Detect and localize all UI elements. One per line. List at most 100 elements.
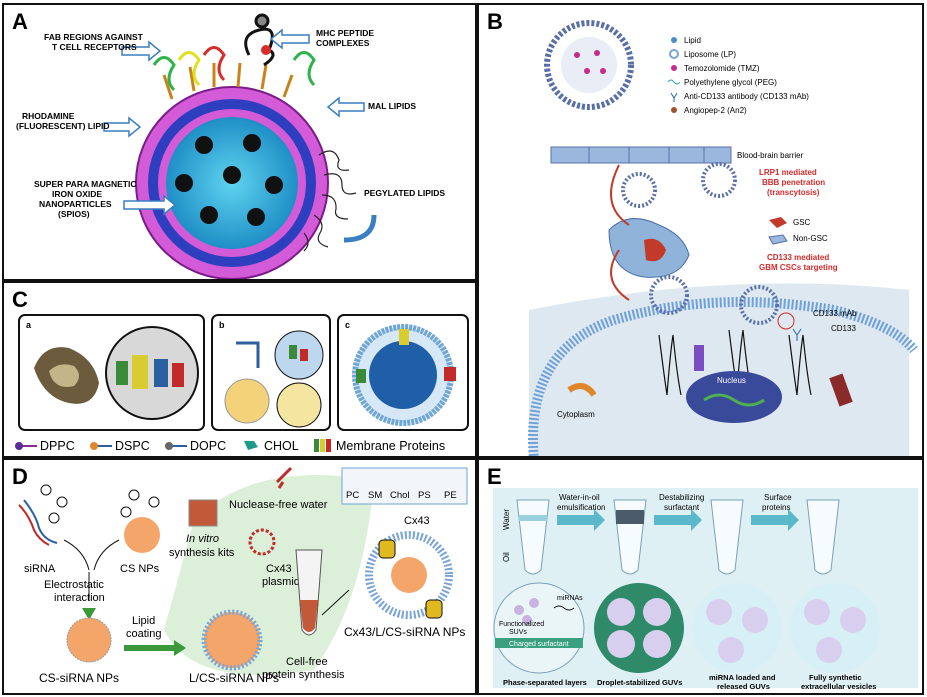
sub-c-label: c [345,320,350,330]
svg-text:Chol: Chol [390,490,410,501]
sub-a-label: a [26,320,32,330]
cd133-receptors [658,329,812,396]
legend-an2: Angiopep-2 (An2) [684,106,747,115]
panel-c-illustration: a b c DPPC DSPC DOPC CHOL [15,314,469,453]
step-arrows [557,509,799,531]
flask [224,378,270,424]
cs-nps-sphere [124,517,160,553]
label-cx43: Cx43 [404,515,430,527]
label-cd133-mab: CD133 mAb [813,309,857,318]
l-cs-sirna-np [201,609,263,671]
panel-b-label: B [487,9,503,34]
synthesis-kit-jar [188,499,218,527]
caption-droplet: Droplet-stabilized GUVs [597,678,682,687]
label-invitro: In vitro [186,533,219,545]
liposome-bound-2 [739,285,779,325]
label-rhodamine: RHODAMINE(FLUORESCENT) LIPID [16,111,110,131]
panel-b-illustration: Lipid Liposome (LP) Temozolomide (TMZ) P… [528,20,918,456]
zoom-circle-a [105,326,199,420]
legend-c: DPPC DSPC DOPC CHOL Membrane Proteins [15,439,445,453]
circle-phase-separated [493,582,585,674]
caption-phase: Phase-separated layers [503,678,587,687]
fab-regions [152,46,316,92]
nucleus [686,371,782,423]
circle-droplet-guvs [594,583,684,673]
curved-arrow [343,214,377,243]
label-kits: synthesis kits [169,547,235,559]
svg-text:PS: PS [418,490,431,501]
label-l-cs-sirna: L/CS-siRNA NPs [189,671,279,685]
liposome-bound-1 [649,275,689,315]
lipid-legend-box [341,467,468,505]
label-mirnas: miRNAs [557,595,583,602]
panel-a-label: A [12,9,28,34]
lipid-legend-items: PC SM Chol PS PE [346,490,457,501]
spio-particles [175,134,283,226]
svg-text:PC: PC [346,490,359,501]
legend-lipid: Lipid [684,36,701,45]
liposome-small-1 [621,172,657,208]
panel-c: C a b c DPPC DSPC DOPC [2,281,477,458]
label-gsc: GSC [793,218,811,227]
mal-lipid-stalks [162,62,294,100]
liposome-large [544,20,634,110]
label-nuclease: Nuclease-free water [229,499,328,511]
cx43-plasmid [248,528,276,556]
legend-cd133-mab: Anti-CD133 antibody (CD133 mAb) [684,92,809,101]
callout-arrows [103,28,365,216]
sirna-helix [18,504,50,546]
label-water: Water [502,509,511,530]
panel-d-label: D [12,464,28,489]
legend-b: Lipid Liposome (LP) Temozolomide (TMZ) P… [667,36,809,115]
label-bbb: Blood-brain barrier [737,151,804,160]
label-sirna: siRNA [24,563,56,575]
panel-a: A [2,3,477,281]
mhc-peptide-complex [244,13,275,67]
blood-brain-barrier [550,146,732,164]
cs-sirna-np [66,617,112,663]
sub-b-label: b [219,320,225,330]
cx43-lcs-sirna-np [365,531,453,619]
label-csnps: CS NPs [120,563,160,575]
svg-text:PE: PE [444,490,457,501]
liposome-small-2 [701,162,737,198]
panel-e-label: E [487,464,502,489]
label-cytoplasm: Cytoplasm [557,410,595,419]
legend-liposome: Liposome (LP) [684,50,736,59]
panel-c-label: C [12,287,28,312]
label-cd133: CD133 [831,324,856,333]
legend-tmz: Temozolomide (TMZ) [684,64,760,73]
svg-text:SM: SM [368,490,382,501]
label-oil: Oil [502,552,511,562]
label-nucleus: Nucleus [717,376,746,385]
legend-dopc: DOPC [190,439,226,453]
panel-b: B Lipid Liposome (LP) Temozolomide (TMZ)… [477,3,924,458]
label-mal: MAL LIPIDS [368,101,416,111]
label-cx43-lcs: Cx43/L/CS-siRNA NPs [344,625,465,639]
dropper [275,466,293,489]
cell-membrane [528,297,918,456]
cell-region [529,283,909,456]
legend-chol: CHOL [264,439,299,453]
legend-peg: Polyethylene glycol (PEG) [684,78,777,87]
